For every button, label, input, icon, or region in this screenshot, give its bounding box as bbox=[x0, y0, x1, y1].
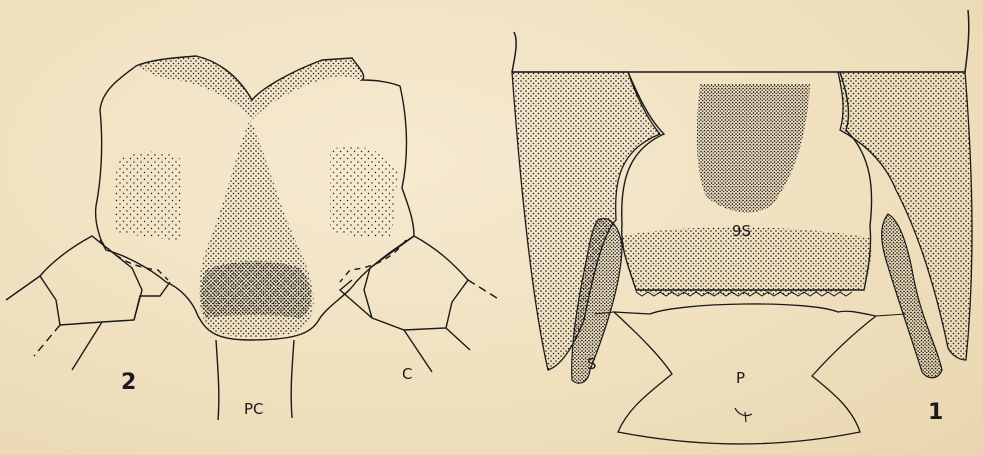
left-coxa-inner bbox=[134, 282, 170, 320]
label-pc: PC bbox=[244, 402, 264, 417]
figure-1-number: 1 bbox=[928, 402, 943, 424]
right-coxa bbox=[364, 236, 468, 330]
central-lobe bbox=[697, 84, 810, 212]
label-9s: 9S bbox=[732, 224, 751, 239]
label-p: P bbox=[736, 371, 745, 386]
figure-2-number: 2 bbox=[121, 372, 136, 394]
left-coxa bbox=[40, 236, 142, 325]
figure-2-stipple bbox=[115, 56, 398, 338]
right-coxa-dash bbox=[340, 240, 406, 282]
label-s: S bbox=[587, 357, 597, 372]
label-c: C bbox=[402, 367, 412, 382]
